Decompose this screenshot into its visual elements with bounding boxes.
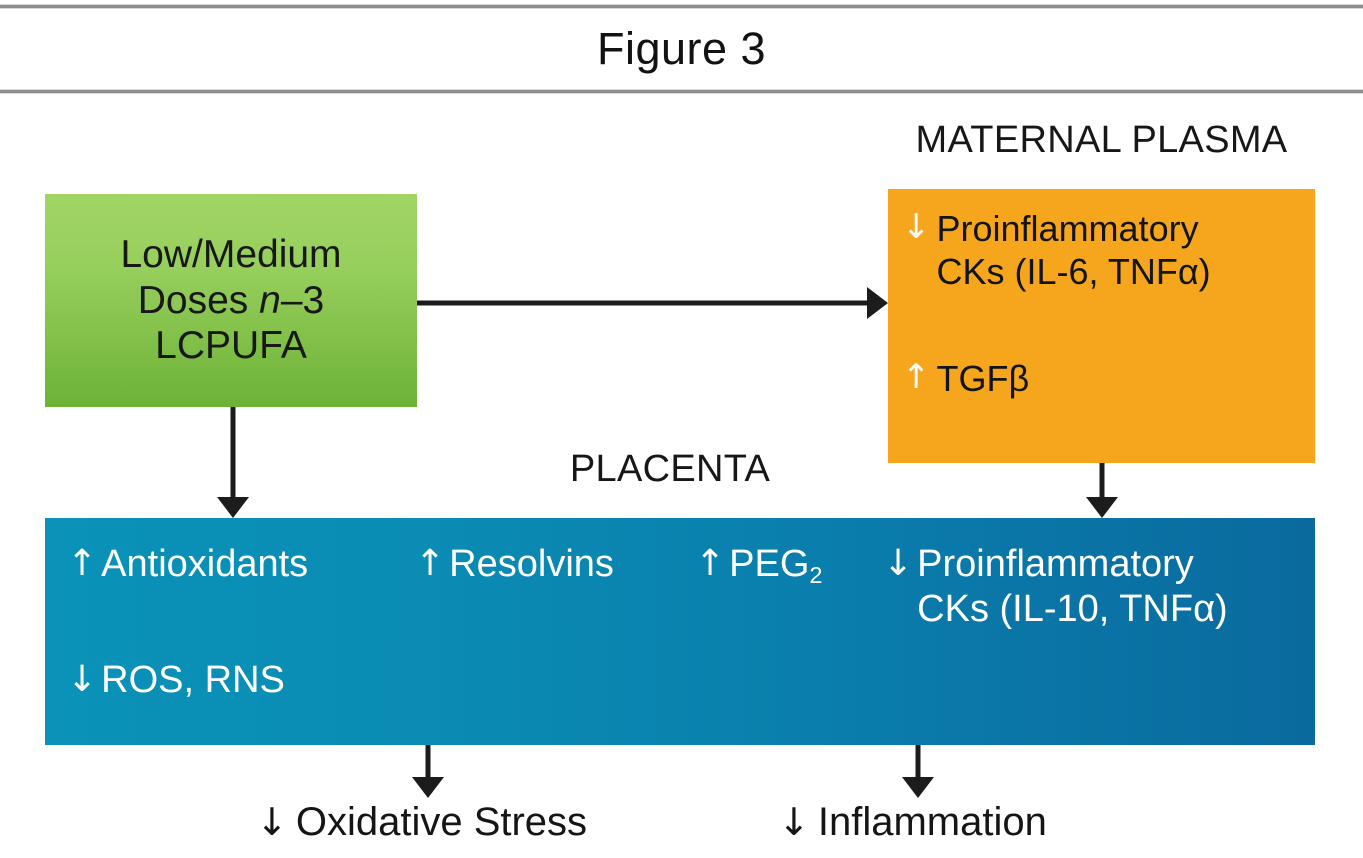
blue-item-proinflammatory: ↓ Proinflammatory CKs (IL-10, TNFα) <box>883 542 1228 632</box>
figure-header: Figure 3 <box>0 0 1363 96</box>
outcome-inflammation-label: Inflammation <box>817 800 1047 845</box>
arrow-placenta-down-to-oxidative-stress <box>412 745 444 798</box>
up-arrow-icon: ↑ <box>415 543 446 584</box>
blue-item-antioxidants-label: Antioxidants <box>101 543 309 585</box>
up-arrow-icon: ↑ <box>902 357 931 398</box>
green-box-text: Low/Medium Doses n–3 LCPUFA <box>110 232 351 369</box>
blue-item-peg2-base: PEG <box>729 543 810 585</box>
down-arrow-icon: ↓ <box>256 800 288 844</box>
blue-item-ros-rns: ↓ ROS, RNS <box>67 658 285 703</box>
down-arrow-icon: ↓ <box>883 543 914 584</box>
down-arrow-icon: ↓ <box>778 800 810 844</box>
outcome-oxidative-stress: ↓ Oxidative Stress <box>256 800 587 846</box>
blue-item-proinflammatory-line-1: Proinflammatory <box>917 543 1194 585</box>
down-arrow-icon: ↓ <box>902 207 931 247</box>
figure-title: Figure 3 <box>596 23 767 74</box>
blue-item-peg2: ↑ PEG2 <box>695 542 823 588</box>
blue-item-peg2-subscript: 2 <box>809 561 823 588</box>
green-box-line-2-italic: n <box>259 278 281 322</box>
header-rule-top <box>0 4 1363 9</box>
green-box-line-1: Low/Medium <box>120 233 342 277</box>
arrow-placenta-down-to-inflammation <box>902 745 934 798</box>
green-box-line-3: LCPUFA <box>155 324 307 368</box>
outcome-oxidative-stress-label: Oxidative Stress <box>295 800 588 845</box>
outcome-inflammation: ↓ Inflammation <box>778 800 1047 846</box>
down-arrow-icon: ↓ <box>67 659 98 700</box>
orange-item-proinflammatory-text: Proinflammatory CKs (IL-6, TNFα) <box>937 207 1211 293</box>
orange-item-proinflammatory-line-2: CKs (IL-6, TNFα) <box>936 251 1211 293</box>
orange-item-proinflammatory: ↓ Proinflammatory CKs (IL-6, TNFα) <box>902 207 1301 293</box>
arrow-green-down-to-placenta <box>217 407 249 518</box>
up-arrow-icon: ↑ <box>67 543 98 584</box>
up-arrow-icon: ↑ <box>695 543 726 584</box>
blue-item-antioxidants: ↑ Antioxidants <box>67 542 308 587</box>
arrow-maternal-plasma-down-to-placenta <box>1086 463 1118 518</box>
maternal-plasma-box: ↓ Proinflammatory CKs (IL-6, TNFα) ↑ TGF… <box>888 189 1315 463</box>
green-box-line-2-prefix: Doses <box>137 278 260 322</box>
placenta-label: PLACENTA <box>569 448 771 490</box>
arrow-green-to-orange <box>417 287 888 319</box>
blue-item-ros-rns-label: ROS, RNS <box>101 659 285 701</box>
orange-item-tgfbeta-label: TGFβ <box>936 358 1030 400</box>
blue-item-peg2-label: PEG2 <box>729 542 823 588</box>
orange-item-proinflammatory-line-1: Proinflammatory <box>936 208 1199 249</box>
blue-item-proinflammatory-text: Proinflammatory CKs (IL-10, TNFα) <box>917 542 1228 632</box>
orange-item-tgfbeta: ↑ TGFβ <box>902 357 1301 400</box>
blue-item-resolvins-label: Resolvins <box>449 543 614 585</box>
placenta-box: ↑ Antioxidants ↑ Resolvins ↑ PEG2 ↓ Proi… <box>45 518 1315 745</box>
blue-item-resolvins: ↑ Resolvins <box>415 542 614 587</box>
blue-item-proinflammatory-line-2: CKs (IL-10, TNFα) <box>917 587 1228 630</box>
green-intervention-box: Low/Medium Doses n–3 LCPUFA <box>45 194 417 407</box>
green-box-line-2-suffix: –3 <box>280 278 325 322</box>
maternal-plasma-label: MATERNAL PLASMA <box>915 119 1288 161</box>
header-rule-bottom <box>0 89 1363 94</box>
